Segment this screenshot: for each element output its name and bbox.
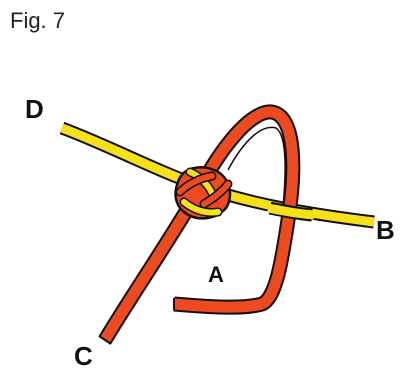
crown-knot [174, 166, 233, 220]
yellow-over-red [267, 201, 315, 222]
red-loop-inner [227, 126, 286, 219]
label-c: C [74, 341, 93, 371]
label-d: D [25, 94, 44, 124]
label-a: A [208, 262, 224, 287]
label-b: B [376, 215, 395, 245]
red-cord [98, 104, 301, 344]
red-end-c [98, 335, 112, 345]
figure-title: Fig. 7 [10, 8, 66, 33]
